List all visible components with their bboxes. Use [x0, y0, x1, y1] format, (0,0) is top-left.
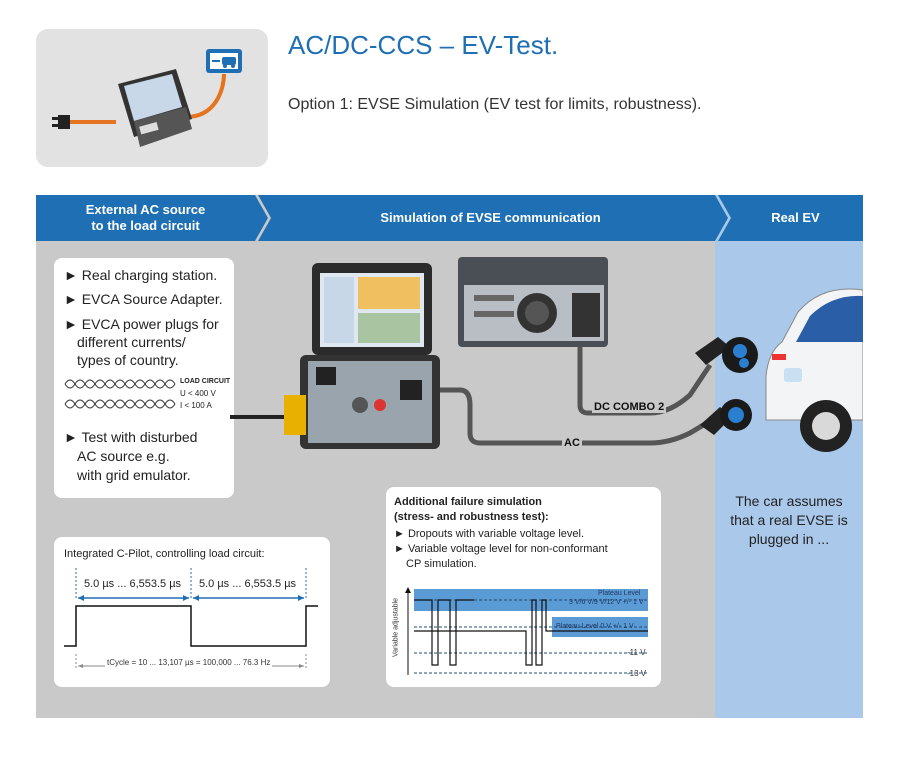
failure-bullet-cont: CP simulation.: [406, 558, 477, 570]
header-chevrons: [36, 195, 863, 241]
cpilot-title: Integrated C-Pilot, controlling load cir…: [64, 548, 265, 560]
right-column-bg: [715, 195, 863, 718]
ev-charging-icon: [206, 49, 242, 73]
page-subtitle: Option 1: EVSE Simulation (EV test for l…: [288, 96, 702, 113]
column-header-real-ev: Real EV: [771, 210, 820, 225]
list-item: ► EVCA power plugs for: [64, 316, 219, 332]
load-circuit-voltage: U < 400 V: [180, 389, 216, 398]
page-title: AC/DC-CCS – EV-Test.: [288, 30, 559, 60]
list-item-cont: types of country.: [77, 352, 179, 368]
load-circuit-current: I < 100 A: [180, 401, 212, 410]
ac-plug-icon: [700, 399, 752, 435]
failure-waveform: [405, 587, 648, 675]
tester-case-icon: [284, 263, 440, 449]
plateau-label-0: Plateau Level 0 V +/- 1 V: [556, 623, 634, 630]
failure-title-1: Additional failure simulation: [394, 496, 542, 508]
ac-label: AC: [562, 437, 582, 449]
plug-icon: [52, 115, 70, 129]
dc-cable: [577, 345, 713, 416]
device-thumbnail: [36, 29, 268, 167]
car-icon: [765, 288, 863, 452]
ccs-plug-icon: [695, 337, 758, 373]
plateau-label-1: Plateau Level: [598, 590, 641, 597]
case-device-icon: [118, 69, 192, 147]
failure-title-2: (stress- and robustness test):: [394, 511, 549, 523]
external-source-panel: [54, 258, 234, 498]
plateau-label-2: 3 V/6 V/9 V/12 V +/- 1 V: [569, 599, 644, 606]
real-ev-description: The car assumes that a real EVSE is plug…: [730, 493, 848, 547]
list-item-cont: AC source e.g.: [77, 448, 170, 464]
device-illustration: [230, 257, 758, 449]
duration-label-1: 5.0 µs ... 6,553.5 µs: [84, 578, 182, 590]
list-item-cont: with grid emulator.: [77, 467, 191, 483]
evse-simulator-icon: [458, 257, 608, 347]
dc-combo-label: DC COMBO 2: [592, 401, 667, 413]
ac-waveform-icon: [64, 379, 176, 409]
failure-bullet: ► Variable voltage level for non-conform…: [394, 543, 608, 555]
duration-label-2: 5.0 µs ... 6,553.5 µs: [199, 578, 297, 590]
load-circuit-label: LOAD CIRCUIT: [180, 378, 231, 385]
ac-cable: [430, 387, 722, 446]
list-item: ► Test with disturbed: [64, 429, 198, 445]
minus-13v-label: -13 V: [627, 669, 647, 678]
column-header-simulation: Simulation of EVSE communication: [380, 210, 601, 225]
minus-11v-label: -11 V: [627, 648, 646, 657]
list-item: ► Real charging station.: [64, 267, 218, 283]
list-item-cont: different currents/: [77, 334, 186, 350]
axis-label: Variable adjustable: [392, 597, 400, 658]
failure-bullet: ► Dropouts with variable voltage level.: [394, 528, 585, 540]
list-item: ► EVCA Source Adapter.: [64, 291, 223, 307]
cycle-label: tCycle = 10 ... 13,107 µs = 100,000 ... …: [105, 658, 273, 667]
